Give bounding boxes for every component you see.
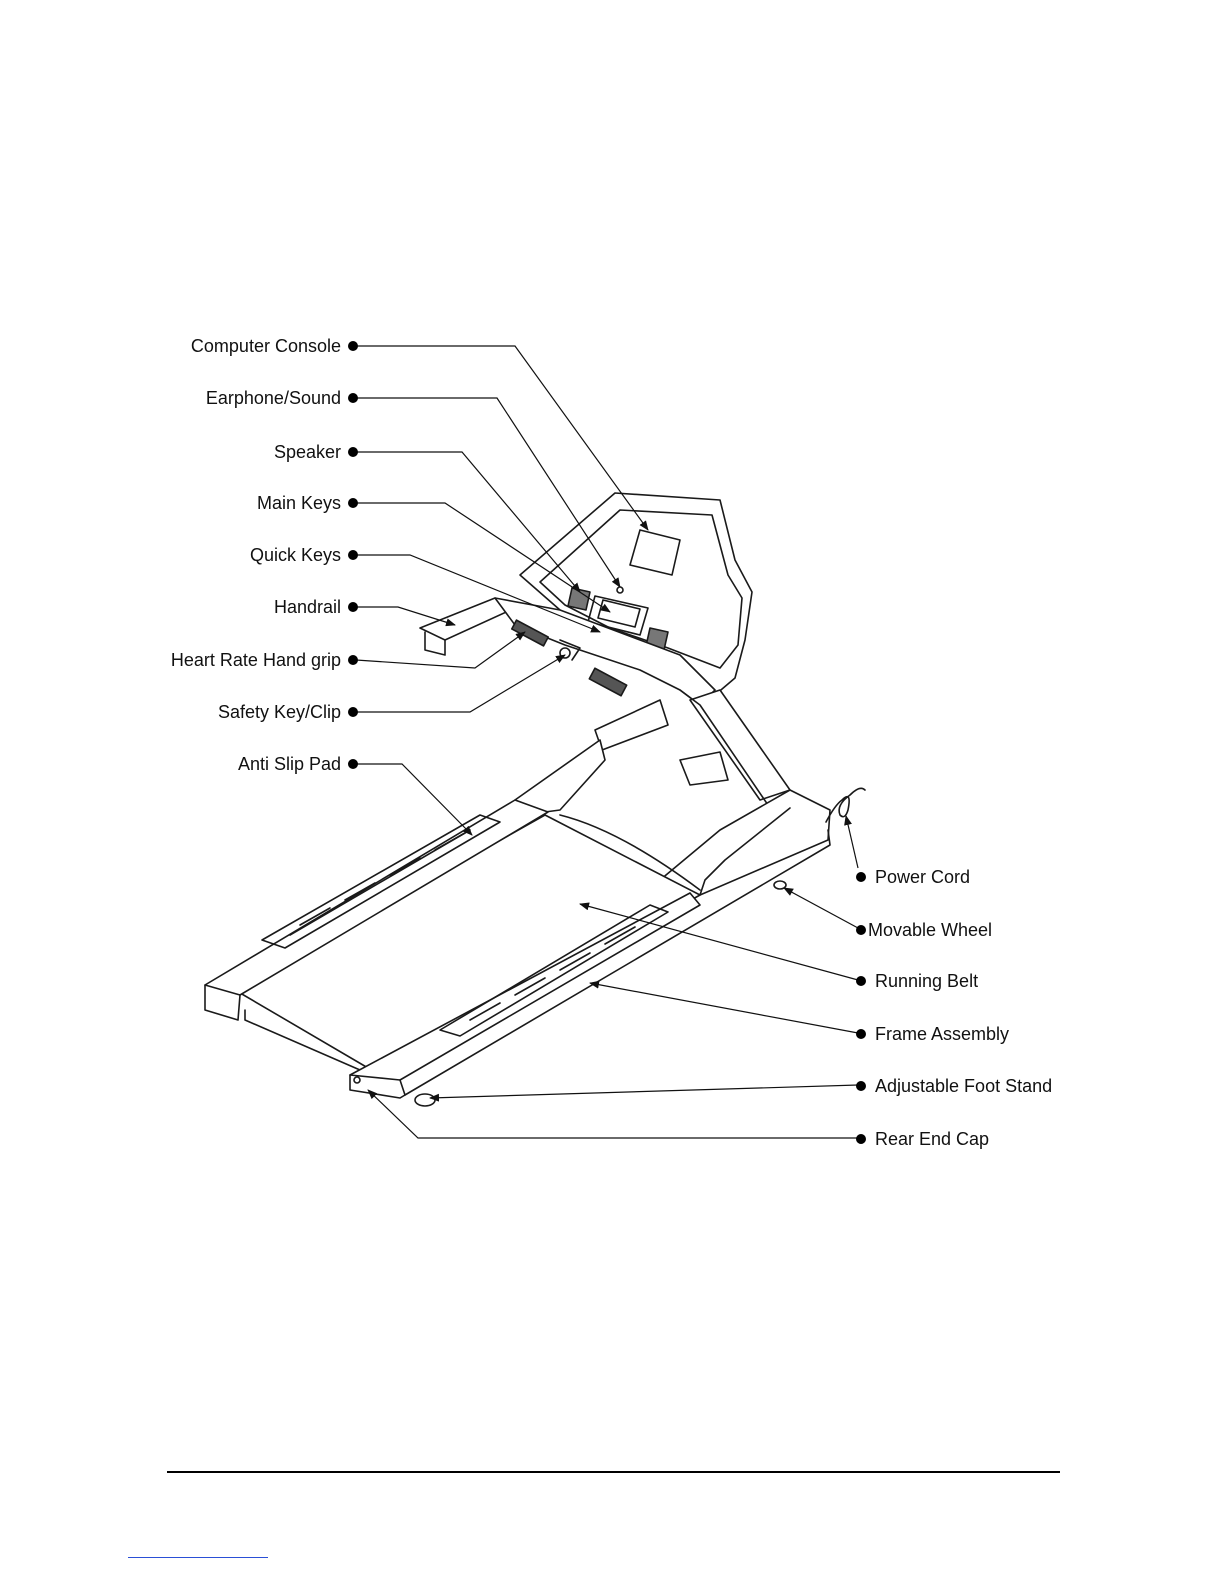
leader-frame-assembly (590, 983, 858, 1033)
leader-adjustable-foot-stand (430, 1085, 858, 1098)
label-quick-keys: Quick Keys (250, 545, 341, 565)
leader-movable-wheel (784, 888, 858, 928)
label-running-belt: Running Belt (875, 971, 978, 991)
label-handrail: Handrail (274, 597, 341, 617)
power-cord (826, 788, 865, 822)
leader-power-cord (846, 816, 858, 868)
label-safety-key-clip: Safety Key/Clip (218, 702, 341, 722)
treadmill-illustration (205, 493, 865, 1106)
label-movable-wheel: Movable Wheel (868, 920, 992, 940)
leader-safety-key-clip (356, 655, 565, 712)
label-heart-rate-hand-grip: Heart Rate Hand grip (171, 650, 341, 670)
label-frame-assembly: Frame Assembly (875, 1024, 1009, 1044)
label-adjustable-foot-stand: Adjustable Foot Stand (875, 1076, 1052, 1096)
label-main-keys: Main Keys (257, 493, 341, 513)
label-anti-slip-pad: Anti Slip Pad (238, 754, 341, 774)
uprights (595, 690, 790, 808)
label-speaker: Speaker (274, 442, 341, 462)
footer-link-underline (128, 1557, 268, 1558)
label-power-cord: Power Cord (875, 867, 970, 887)
label-earphone-sound: Earphone/Sound (206, 388, 341, 408)
footer-rule (167, 1471, 1060, 1473)
label-rear-end-cap: Rear End Cap (875, 1129, 989, 1149)
label-computer-console: Computer Console (191, 336, 341, 356)
leader-anti-slip-pad (356, 764, 472, 835)
